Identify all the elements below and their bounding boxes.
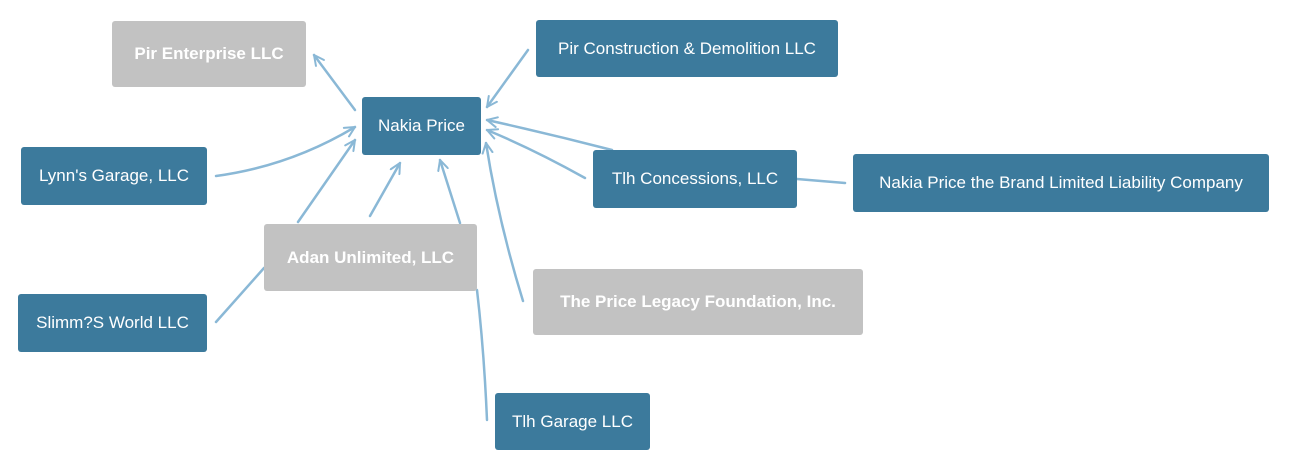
node-nakia-price[interactable]: Nakia Price bbox=[362, 97, 481, 155]
edge-adan-to-nakia-c bbox=[437, 158, 462, 225]
node-adan-unlimited[interactable]: Adan Unlimited, LLC bbox=[264, 224, 477, 291]
edge-tlh-concessions-to-nakia-a bbox=[485, 116, 614, 152]
node-lynns-garage[interactable]: Lynn's Garage, LLC bbox=[21, 147, 207, 205]
edge-adan-to-nakia-b bbox=[368, 161, 402, 218]
node-tlh-concessions[interactable]: Tlh Concessions, LLC bbox=[593, 150, 797, 208]
edge-lynns-garage-to-nakia bbox=[214, 125, 357, 178]
node-tlh-garage[interactable]: Tlh Garage LLC bbox=[495, 393, 650, 450]
node-slimms-world[interactable]: Slimm?S World LLC bbox=[18, 294, 207, 352]
edge-slimms-to-adan bbox=[214, 266, 266, 324]
edge-legacy-to-nakia bbox=[481, 141, 525, 303]
node-price-legacy-foundation[interactable]: The Price Legacy Foundation, Inc. bbox=[533, 269, 863, 335]
edge-nakia-to-pir-enterprise bbox=[312, 53, 357, 112]
edge-adan-to-nakia-a bbox=[296, 138, 357, 224]
node-pir-enterprise[interactable]: Pir Enterprise LLC bbox=[112, 21, 306, 87]
node-pir-construction[interactable]: Pir Construction & Demolition LLC bbox=[536, 20, 838, 77]
edge-pir-construction-to-nakia bbox=[485, 48, 530, 109]
edge-tlh-garage-to-adan bbox=[475, 288, 489, 422]
edge-brand-to-tlh-concessions bbox=[795, 177, 847, 185]
node-nakia-brand[interactable]: Nakia Price the Brand Limited Liability … bbox=[853, 154, 1269, 212]
edge-tlh-concessions-to-nakia-b bbox=[485, 128, 587, 180]
